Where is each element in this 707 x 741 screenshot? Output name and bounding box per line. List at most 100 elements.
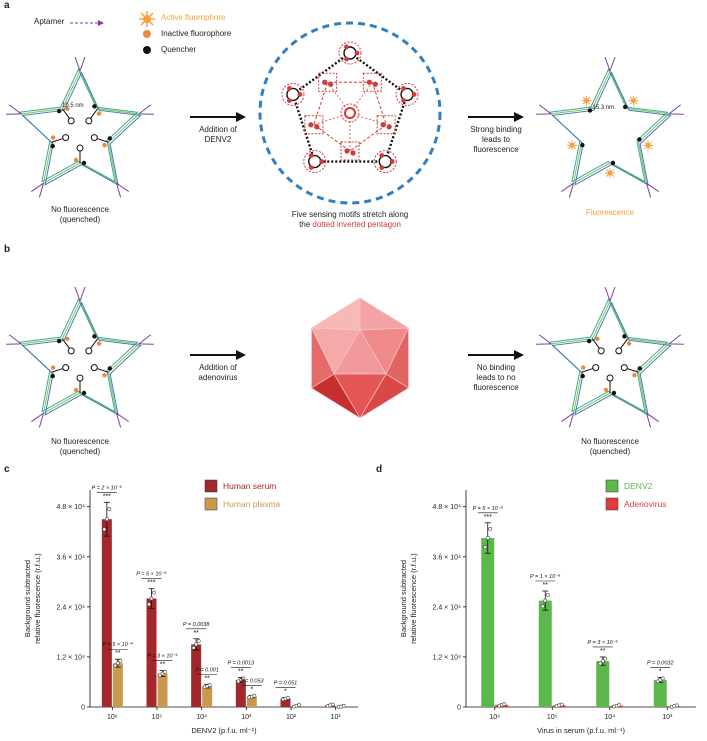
aptamer-strand: [138, 104, 152, 115]
significance-stars: *: [659, 668, 662, 675]
epitope-dot: [322, 79, 328, 85]
aptamer-strand: [79, 286, 86, 302]
epitope-dot: [308, 165, 314, 171]
y-tick-label: 2.4 × 10⁴: [432, 604, 461, 611]
active-fluorophore-icon: [139, 11, 155, 27]
replicate-point: [241, 676, 246, 681]
x-tick-label: 10¹: [331, 714, 342, 721]
p-value-label: P = 0.001: [195, 667, 219, 673]
p-value-label: P = 0.0013: [228, 660, 255, 666]
legend-label: Human plasma: [223, 499, 280, 509]
aptamer-strand: [538, 334, 552, 345]
protein-outline: [303, 150, 327, 174]
bar-a: [596, 661, 610, 707]
epitope-dot: [386, 124, 392, 130]
replicate-point: [330, 702, 335, 707]
quencher-dot: [50, 373, 55, 379]
replicate-point: [617, 703, 622, 707]
arrow-right-icon: [468, 350, 524, 360]
bar-a: [146, 598, 157, 707]
hairpin-loop: [606, 374, 614, 382]
y-tick-label: 4.8 × 10⁴: [432, 504, 461, 511]
p-value-label: P = 1 × 10⁻⁵: [530, 573, 561, 580]
dna-strand: [21, 71, 142, 186]
bar-a: [538, 600, 552, 707]
hairpin-stem: [61, 338, 70, 349]
icosahedron-face: [311, 327, 335, 389]
replicate-point: [163, 669, 167, 674]
bar-b: [246, 696, 257, 707]
caption-b3-l2: (quenched): [589, 447, 631, 456]
icosahedron-face: [310, 297, 361, 331]
center-outline: [340, 103, 360, 123]
aptamer-strand: [561, 182, 574, 192]
y-axis-label: relative fluorescence (r.f.u.): [409, 553, 418, 644]
epitope-dot: [372, 81, 378, 87]
replicate-point: [102, 527, 107, 532]
replicate-point: [660, 676, 665, 681]
replicate-point: [559, 702, 564, 707]
epitope-dot: [287, 98, 292, 103]
inactive-fluorophore-dot: [65, 336, 70, 342]
aptamer-strand: [79, 56, 86, 72]
dna-star-quenched-a: [6, 56, 154, 198]
bar-b: [157, 673, 168, 707]
y-axis-label: Background subtracted: [23, 560, 32, 637]
arrow-right-icon: [190, 350, 246, 360]
hairpin-loop: [76, 374, 84, 382]
inactive-fluorophore-dot: [632, 372, 637, 378]
quencher-dot: [107, 136, 112, 141]
replicate-point: [600, 659, 605, 663]
significance-stars: **: [600, 648, 606, 655]
aptamer-strand: [74, 56, 81, 72]
legend-label: Human serum: [223, 481, 276, 491]
hairpin-loop: [620, 364, 628, 372]
replicate-point: [147, 602, 151, 607]
hairpin-stem: [591, 338, 600, 349]
aptamer-strand: [538, 104, 552, 115]
replicate-point: [674, 703, 679, 708]
caption-mid-l1: Five sensing motifs stretch along: [291, 210, 409, 219]
inactive-fluorophore-dot: [50, 135, 56, 140]
inactive-fluorophore-icon: [143, 30, 151, 38]
replicate-point: [502, 702, 507, 707]
caption-b1-l2: (quenched): [59, 447, 101, 456]
hairpin-loop: [85, 117, 93, 125]
active-fluorophore-icon: [643, 140, 654, 151]
y-tick-label: 4.8 × 10⁴: [56, 504, 85, 511]
quencher-dot: [92, 334, 97, 339]
aptamer-strand: [116, 182, 129, 192]
epitope-dot: [328, 81, 334, 87]
quencher-dot: [623, 104, 628, 110]
y-tick-label: 0: [457, 705, 461, 712]
legend-swatch: [204, 479, 218, 493]
bar-a: [191, 644, 202, 707]
hairpin-loop: [90, 134, 98, 142]
inverted-pentagon: [313, 81, 387, 152]
replicate-point: [152, 590, 156, 595]
active-fluorophore-icon: [581, 95, 592, 106]
hairpin-stem: [51, 368, 64, 373]
y-tick-label: 1.2 × 10⁴: [56, 654, 85, 661]
center-ring: [344, 107, 356, 119]
aptamer-strand: [38, 413, 45, 428]
p-value-label: P = 5 × 10⁻⁵: [136, 571, 167, 578]
significance-stars: **: [543, 582, 549, 589]
replicate-point: [158, 673, 162, 678]
significance-stars: **: [193, 630, 199, 637]
hairpin-loop: [615, 347, 623, 355]
x-tick-label: 10⁶: [489, 714, 500, 721]
significance-stars: ***: [147, 580, 155, 587]
replicate-point: [598, 661, 603, 666]
arrow1-label-l2: DENV2: [204, 135, 232, 144]
motif-box: [318, 72, 338, 92]
replicate-point: [113, 663, 118, 668]
arrow-right-icon: [468, 112, 524, 122]
x-axis-label: DENV2 (p.f.u. ml⁻¹): [191, 726, 257, 735]
epitope-dot: [366, 79, 372, 85]
aptamer-strand: [31, 182, 44, 192]
epitope-dot: [379, 153, 385, 158]
replicate-point: [483, 545, 488, 550]
inactive-fluorophore-dot: [73, 387, 79, 393]
